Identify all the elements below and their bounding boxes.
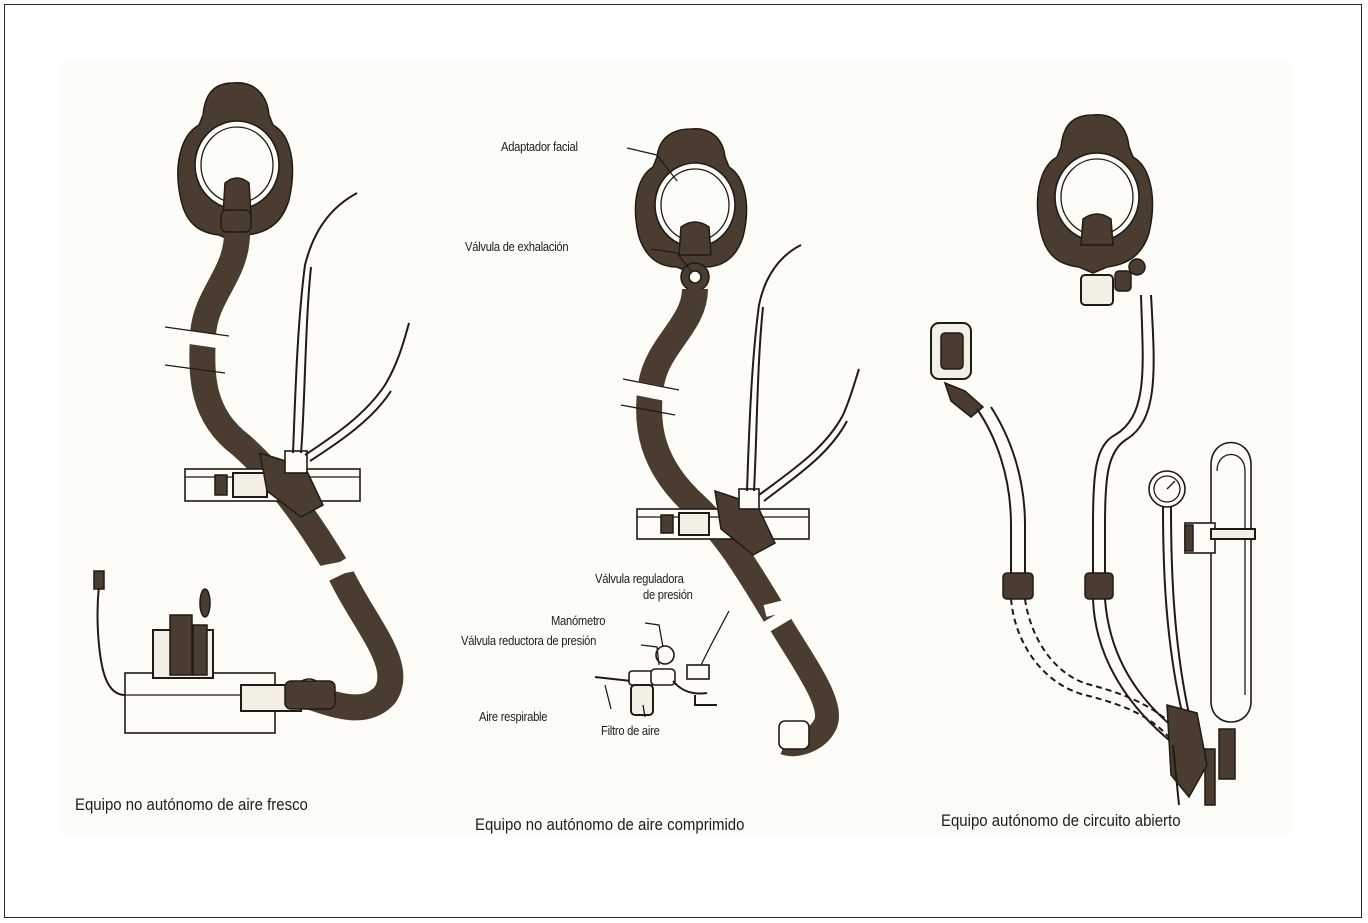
caption-compressed-air: Equipo no autónomo de aire comprimido [475,815,744,835]
label-face-adapter: Adaptador facial [501,139,578,154]
regulator-assembly [595,646,717,715]
label-pressure-regulator-line2: de presión [643,587,693,602]
caption-fresh-air: Equipo no autónomo de aire fresco [75,795,308,815]
label-breathable-air: Aire respirable [479,709,547,724]
air-blower-unit [94,571,335,733]
panel-fresh-air: Equipo no autónomo de aire fresco [5,5,445,915]
face-mask-1 [178,83,293,241]
spare-regulator [931,323,983,417]
label-air-filter: Filtro de aire [601,723,660,738]
face-mask-2 [635,129,746,291]
pressure-gauge [1149,471,1191,725]
panel-open-circuit: Equipo autónomo de circuito abierto [885,5,1359,915]
label-manometer: Manómetro [551,613,605,628]
label-pressure-reducer: Válvula reductora de presión [461,633,596,648]
label-pressure-regulator-line1: Válvula reguladora [595,571,684,586]
fresh-air-illustration [5,5,445,855]
breathing-hose-1 [202,233,335,565]
caption-open-circuit: Equipo autónomo de circuito abierto [941,811,1181,831]
compressed-air-illustration [445,5,885,855]
face-mask-3 [1038,115,1153,305]
label-exhale-valve: Válvula de exhalación [465,239,568,254]
panel-compressed-air: Adaptador facial Válvula de exhalación V… [445,5,885,915]
supply-hose-center [1093,295,1143,575]
figure-frame: Equipo no autónomo de aire fresco [4,4,1362,918]
open-circuit-illustration [885,5,1359,855]
